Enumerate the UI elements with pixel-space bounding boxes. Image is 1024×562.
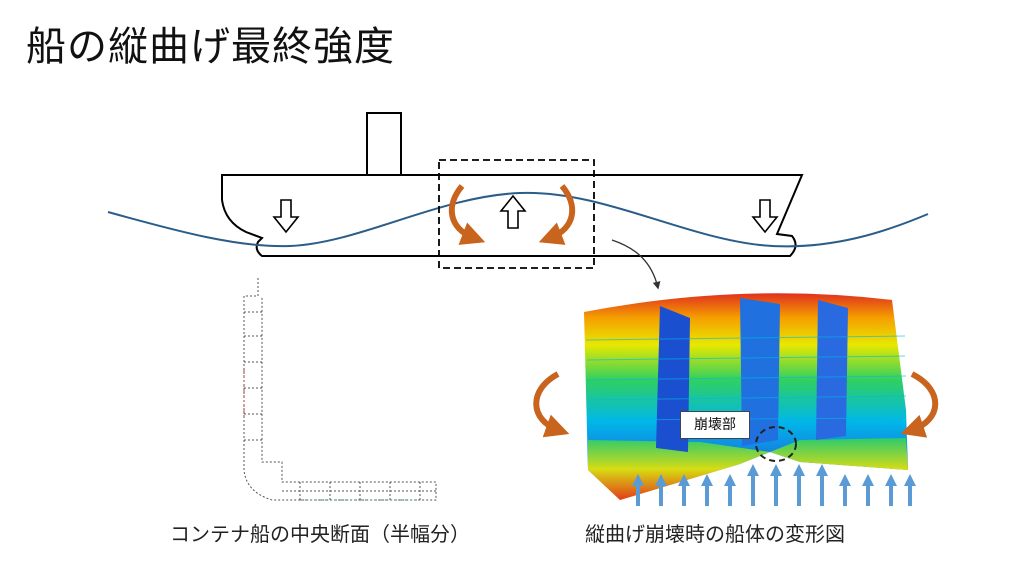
cross-section-caption: コンテナ船の中央断面（半幅分） [170,522,470,546]
hull-bottom [588,438,908,500]
bulkhead-right [816,300,848,440]
bending-moment-arrow-lower-right [900,371,939,438]
deformed-hull-model [584,293,908,500]
page-title: 船の縦曲げ最終強度 [26,24,395,70]
detail-leader-arrow [611,239,661,290]
ship-side-view [221,112,804,257]
midship-selection-box [438,159,595,269]
down-arrow-left-icon [272,199,300,234]
bending-moment-arrow-lower-left [533,371,570,438]
down-arrow-right-icon [751,199,779,234]
bending-moment-arrow-right [538,184,576,245]
ship-superstructure [366,112,402,176]
midship-cross-section [243,278,437,501]
deformation-caption: 縦曲げ崩壊時の船体の変形図 [585,522,845,546]
bulkhead-center [740,298,780,446]
bending-moment-arrow-left [448,184,486,245]
pressure-arrows [632,464,916,506]
up-arrow-center-icon [499,194,527,229]
wave-line [107,191,929,248]
collapse-zone-marker [755,426,797,462]
cross-section-accent-marks [243,370,420,501]
collapse-callout: 崩壊部 [680,411,750,439]
